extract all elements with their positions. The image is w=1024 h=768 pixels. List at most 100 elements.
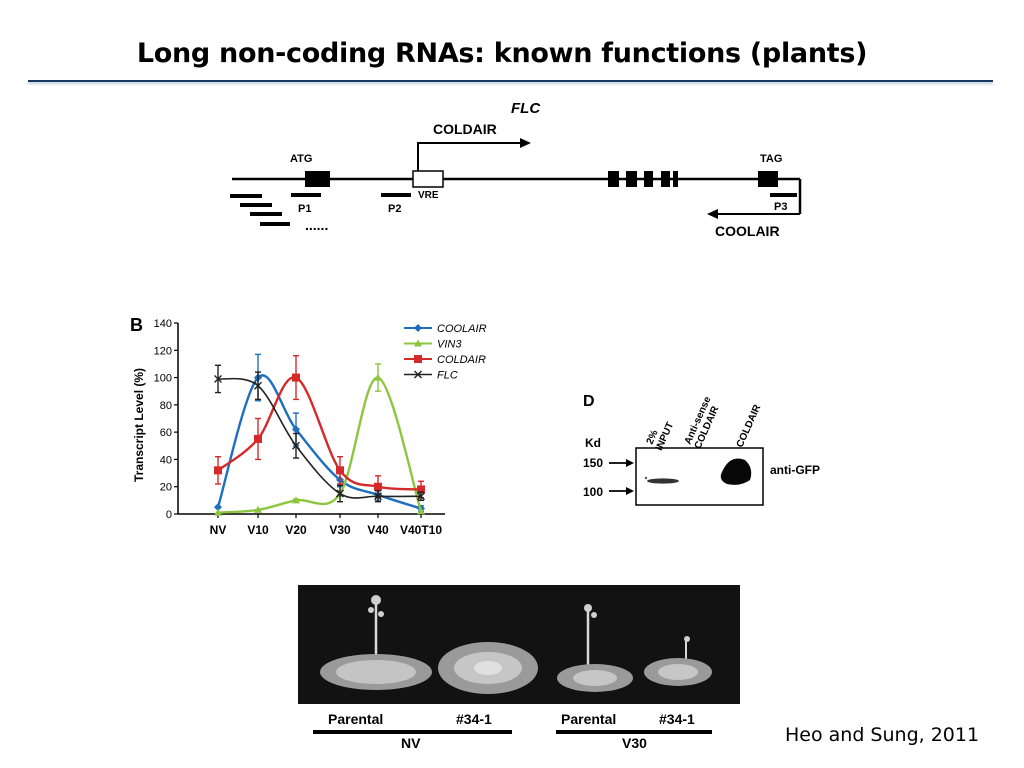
x-tick-label: V20 [285,523,307,537]
data-point-flc [254,381,262,390]
legend-label-coldair: COLDAIR [437,354,486,366]
legend-marker-coldair [414,355,422,363]
antibody-label: anti-GFP [770,463,820,477]
plant-photo-panel: Parental #34-1 Parental #34-1 NV V30 [298,585,740,751]
group-label-v30: V30 [622,735,647,751]
vre-label: VRE [418,190,439,201]
chart-series [214,353,425,516]
group-bar-nv [313,730,512,734]
plant-label: #34-1 [456,711,492,727]
plant-parental-v30 [557,604,633,692]
marker-150: 150 [583,456,603,470]
probe-dots: ...... [305,217,328,233]
y-axis-title: Transcript Level (%) [132,368,146,482]
marker-100: 100 [583,485,603,499]
panel-d-label: D [583,393,595,410]
legend-label-coolair: COOLAIR [437,323,487,335]
x-tick-label: V10 [247,523,269,537]
slide-title: Long non-coding RNAs: known functions (p… [136,38,868,69]
probe-tile [260,222,290,226]
data-point-flc [336,489,344,498]
group-label-nv: NV [401,735,421,751]
data-point-vin3 [214,508,222,516]
citation: Heo and Sung, 2011 [785,724,980,746]
tag-label: TAG [760,153,782,165]
data-point-coldair [214,466,222,475]
data-point-vin3 [292,496,300,504]
data-point-flc [214,374,222,383]
coldair-label: COLDAIR [433,121,497,137]
probe-p2 [381,193,411,197]
input-band [647,478,679,484]
data-point-coldair [292,373,300,382]
data-point-coldair [417,485,425,494]
plant-label: Parental [328,711,383,727]
x-tick-label: V40 [367,523,389,537]
lane-label-antisense: Anti-senseCOLDAIR [683,395,724,451]
data-point-coldair [254,434,262,443]
data-point-flc [417,492,425,501]
data-point-coldair [374,482,382,491]
data-point-vin3 [417,507,425,515]
plant-parental-nv [320,595,432,690]
series-vin3 [214,363,425,516]
coolair-label: COOLAIR [715,223,780,239]
probe-label-p1: P1 [298,203,311,215]
legend-label-vin3: VIN3 [437,339,462,351]
group-bar-v30 [556,730,712,734]
legend-label-flc: FLC [437,370,458,382]
exon [661,171,670,187]
probe-tile [240,203,272,207]
data-point-vin3 [374,373,382,381]
data-point-coldair [336,466,344,475]
exon [644,171,653,187]
legend-marker-flc [414,370,422,379]
title-divider [28,80,993,82]
y-tick-label: 60 [160,427,172,439]
start-exon [305,171,330,187]
probe-p1 [291,193,321,197]
coolair-arrow [707,209,718,219]
y-tick-label: 20 [160,482,172,494]
y-tick-label: 140 [154,318,172,330]
marker-arrow [626,459,634,467]
data-point-vin3 [254,505,262,513]
gene-name: FLC [511,100,541,117]
x-tick-label: V40T10 [400,523,442,537]
data-point-coolair [214,503,222,512]
data-point-flc [374,492,382,501]
legend-marker-coolair [414,324,422,332]
lane-label-input: 2%INPUT [644,416,676,452]
plant-label: #34-1 [659,711,695,727]
series-flc [214,364,425,503]
vre-box [412,170,444,188]
probe-label-p2: P2 [388,203,401,215]
y-tick-label: 100 [154,373,172,385]
blot-frame [635,447,764,506]
series-coldair [214,355,425,499]
probe-tile [250,212,282,216]
probe-p3 [770,193,797,197]
kd-label: Kd [585,436,601,450]
x-tick-label: NV [210,523,227,537]
lane-label-coldair: COLDAIR [735,402,764,449]
probe-label-p3: P3 [774,201,787,213]
marker-arrow [626,487,634,495]
plant-mutant-nv [438,642,538,694]
panel-b-label: B [130,315,143,335]
panel-d: D Kd 150 100 2%INPUT Anti-senseCOLDAIR C… [583,393,820,506]
flc-gene-diagram: FLC COLDAIR COOLAIR ATG TAG VRE P1 P2 P3 [230,100,802,239]
plant-label: Parental [561,711,616,727]
probe-tile [230,194,262,198]
legend-marker-vin3 [414,339,422,347]
y-tick-label: 0 [166,509,172,521]
x-tick-label: V30 [329,523,351,537]
coldair-band [720,458,752,485]
panel-b: B Transcript Level (%) 02040608010012014… [130,315,487,537]
atg-label: ATG [290,153,312,165]
coldair-arrow [520,138,531,148]
data-point-flc [292,441,300,450]
